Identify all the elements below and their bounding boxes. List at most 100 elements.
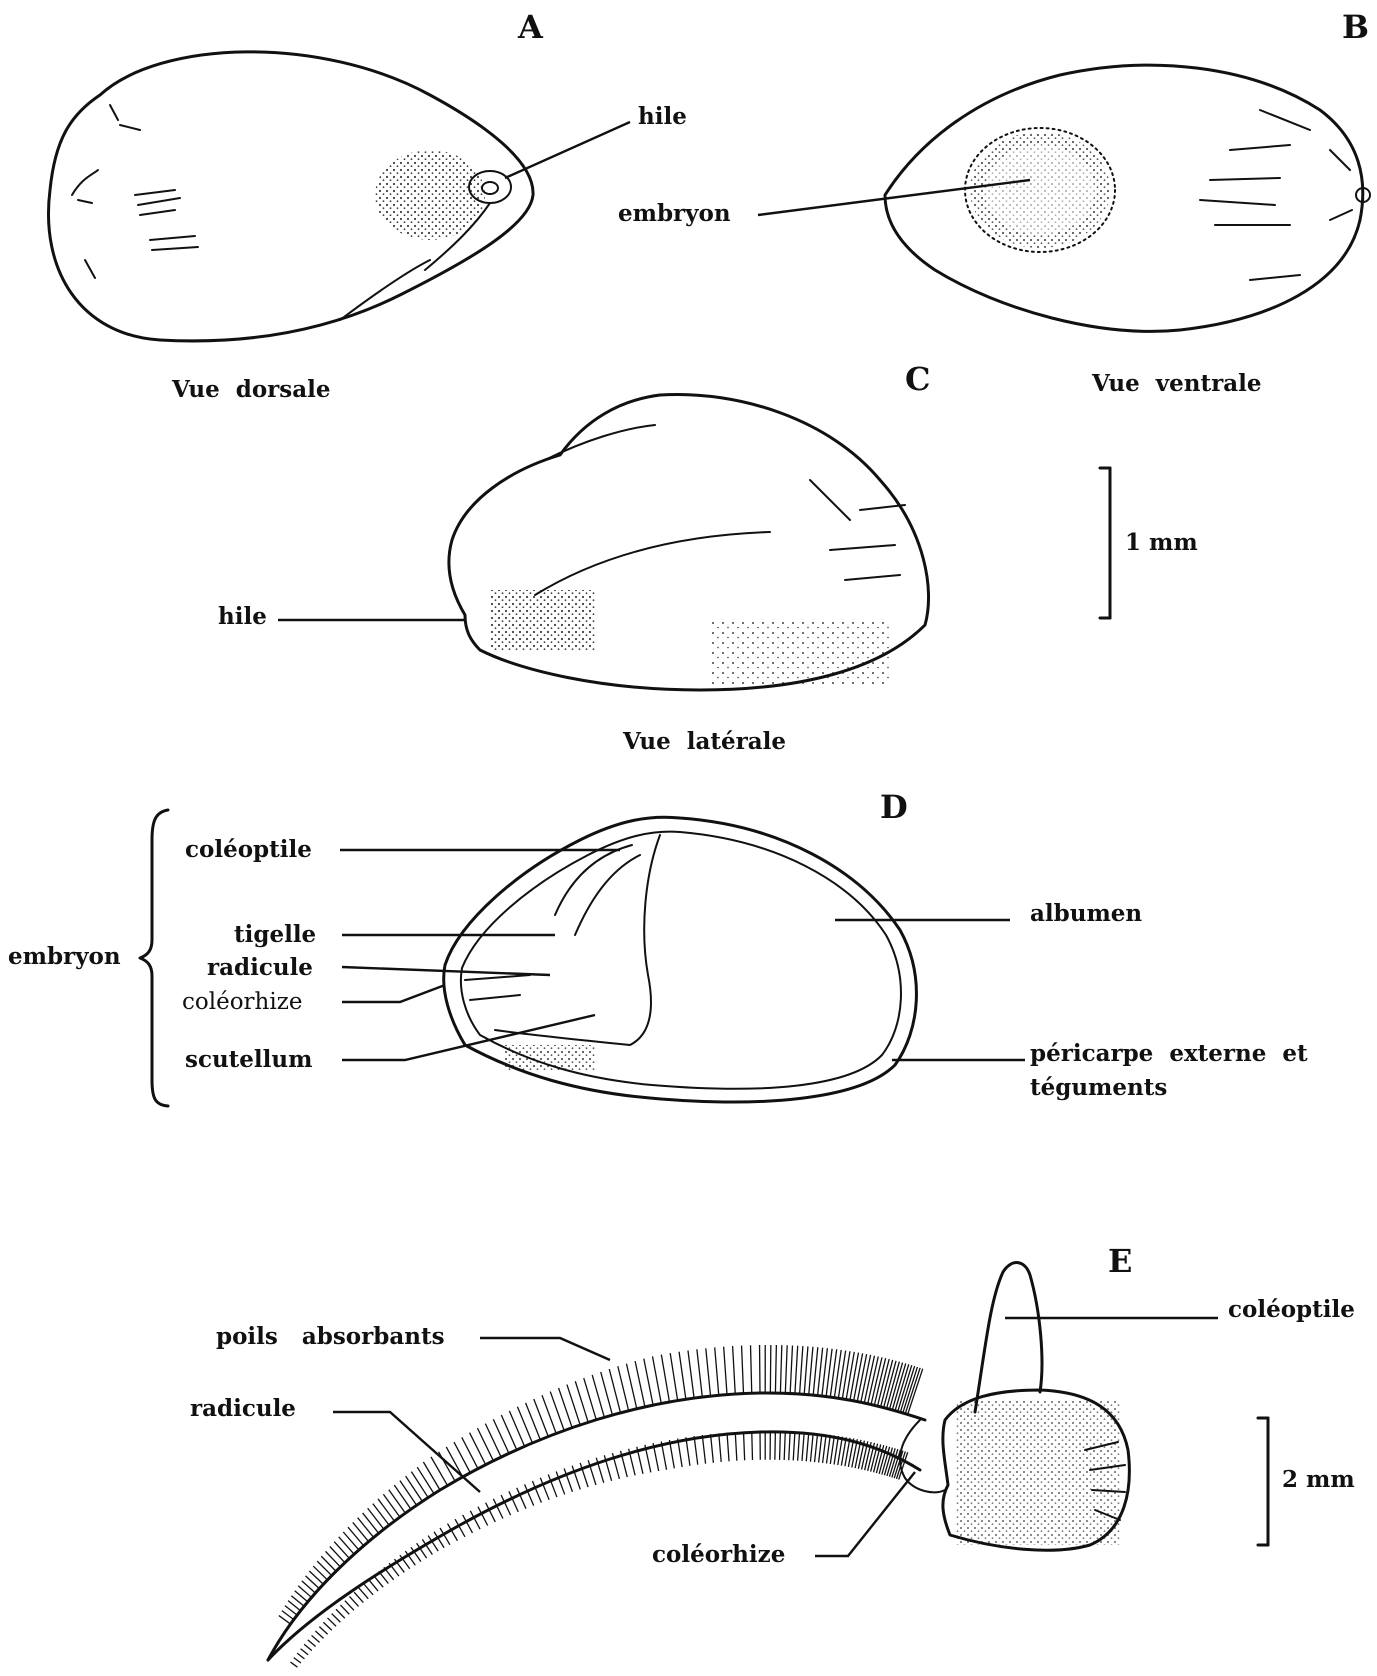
root-hair (364, 1584, 373, 1595)
root-hair (332, 1614, 341, 1623)
embryon-brace (140, 810, 168, 1106)
panel-b-caption: Vue ventrale (1091, 370, 1261, 397)
root-hair (400, 1481, 417, 1506)
root-hair (348, 1527, 364, 1546)
root-hair (793, 1432, 795, 1461)
root-hair (279, 1616, 291, 1624)
root-hair (301, 1649, 309, 1655)
panel-e-letter: E (1108, 1242, 1132, 1280)
root-hair (818, 1348, 823, 1396)
root-hair (806, 1433, 808, 1462)
seed-c-line (535, 532, 770, 595)
root-hair (733, 1346, 736, 1394)
root-hair (813, 1347, 818, 1395)
root-hair (810, 1433, 813, 1462)
root-hair (417, 1467, 434, 1494)
coleoptile-d-label: coléoptile (185, 836, 312, 863)
root-hair (501, 1415, 516, 1450)
root-hair (800, 1346, 803, 1394)
root-hair (752, 1431, 753, 1460)
root-hair (369, 1580, 379, 1591)
root-hair (340, 1605, 349, 1614)
panel-a: A hile Vue dorsale (48, 8, 686, 403)
root-hair (884, 1361, 896, 1407)
root-hair (470, 1433, 486, 1465)
hile-c-label: hile (218, 603, 267, 630)
root-hair (694, 1436, 698, 1465)
root-hair (706, 1348, 711, 1396)
root-hair (702, 1435, 705, 1464)
root-hair (517, 1407, 532, 1443)
scale-1mm-label: 1 mm (1125, 529, 1198, 556)
embryon-group-label: embryon (8, 943, 121, 970)
root-hair (780, 1431, 781, 1460)
root-hair (644, 1359, 653, 1405)
root-hair (326, 1551, 341, 1567)
root-hair (697, 1349, 702, 1397)
radicule-d-label: radicule (207, 954, 313, 981)
root-hair (321, 1556, 336, 1571)
albumen-label: albumen (1030, 900, 1142, 927)
root-hair (327, 1618, 336, 1626)
root-hair (454, 1442, 470, 1473)
embryo-b-core (985, 145, 1095, 235)
root-hair (294, 1658, 301, 1663)
panel-d-letter: D (880, 788, 908, 826)
root-hair (715, 1347, 719, 1395)
root-hair (411, 1472, 428, 1498)
root-hair (819, 1434, 822, 1463)
root-hair (850, 1353, 858, 1400)
root-hair (854, 1353, 863, 1400)
grain-e-stipple (955, 1400, 1120, 1545)
root-hair (363, 1513, 379, 1533)
root-hair (815, 1433, 818, 1462)
panel-e: E poils absorbants radicule coléoptile c… (190, 1242, 1355, 1667)
tigelle-label: tigelle (234, 921, 316, 948)
root-hair (345, 1601, 354, 1611)
root-hair (389, 1490, 406, 1513)
embryon-b-label: embryon (618, 200, 731, 227)
root-hair (509, 1411, 524, 1446)
root-hair (358, 1518, 374, 1538)
radicle-upper-edge (268, 1393, 925, 1660)
root-hair (308, 1640, 316, 1647)
seed-a-stipple (375, 150, 485, 240)
root-hair (727, 1433, 729, 1462)
root-hair (423, 1462, 440, 1490)
hile-a-center (482, 182, 498, 194)
root-hair (334, 1542, 349, 1559)
root-hair (790, 1345, 792, 1393)
root-hair (315, 1631, 323, 1638)
pericarpe-label-1: péricarpe externe et (1030, 1040, 1308, 1067)
seed-c-base-stipple (710, 620, 890, 685)
pericarpe-label-2: téguments (1030, 1074, 1167, 1101)
root-hair (635, 1361, 645, 1407)
root-hair (290, 1662, 297, 1667)
root-hair (842, 1351, 850, 1398)
root-hair (775, 1345, 776, 1393)
panel-b-letter: B (1342, 8, 1369, 46)
root-hair (477, 1428, 493, 1461)
panel-b: B embryon Vue ventrale (618, 8, 1370, 397)
root-hair (834, 1436, 838, 1464)
coleorhize-e-leader (815, 1472, 915, 1556)
root-hair (719, 1433, 721, 1462)
root-hair (353, 1522, 369, 1541)
root-hair (798, 1432, 800, 1461)
root-hair (462, 1437, 478, 1468)
root-hair (359, 1588, 368, 1599)
root-hair (378, 1499, 394, 1521)
root-hair (330, 1546, 345, 1562)
panel-c: C hile Vue latérale 1 mm (218, 360, 1198, 755)
root-hair (383, 1494, 399, 1517)
root-hair (406, 1476, 423, 1501)
scale-2mm-label: 2 mm (1282, 1466, 1355, 1493)
root-hair (349, 1596, 358, 1606)
radicule-shape (465, 975, 530, 1000)
root-hair (485, 1424, 501, 1457)
root-hair (670, 1353, 677, 1400)
seed-a-tip (72, 170, 98, 203)
root-hair (802, 1432, 804, 1461)
